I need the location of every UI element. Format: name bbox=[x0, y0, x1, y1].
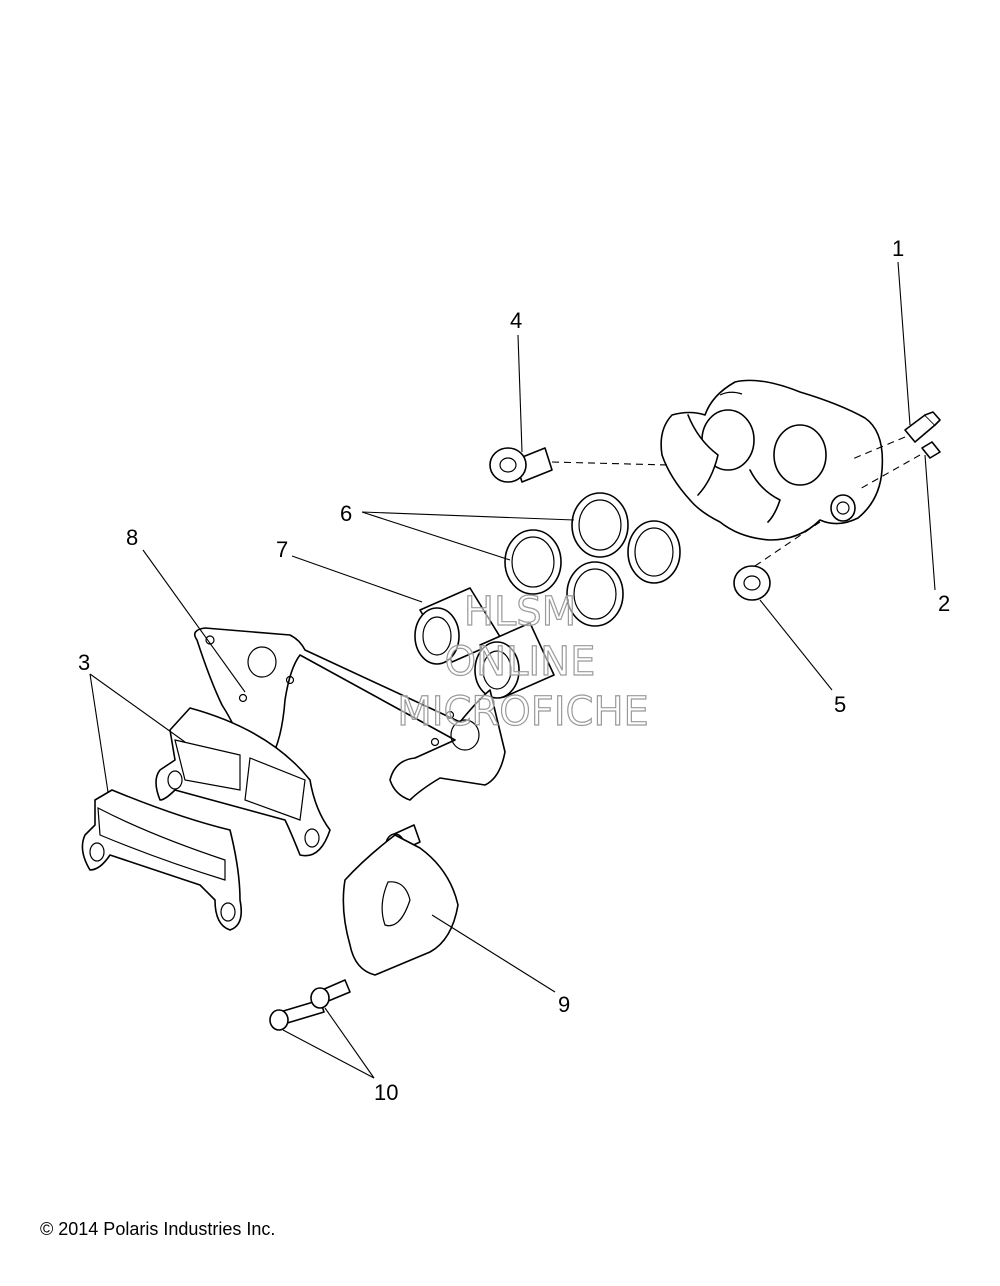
callout-6: 6 bbox=[340, 501, 352, 526]
callout-9: 9 bbox=[558, 992, 570, 1017]
callout-10: 10 bbox=[374, 1080, 398, 1105]
callout-7: 7 bbox=[276, 537, 288, 562]
bracket-pins bbox=[269, 979, 351, 1031]
watermark-line-2: ONLINE bbox=[445, 639, 596, 685]
callout-3: 3 bbox=[78, 650, 90, 675]
bushing-lower bbox=[733, 565, 771, 601]
callout-2: 2 bbox=[938, 591, 950, 616]
leader-lines bbox=[89, 261, 936, 1079]
callout-8: 8 bbox=[126, 525, 138, 550]
bushing-upper bbox=[489, 447, 553, 483]
callout-labels: 1 2 3 4 5 6 7 8 9 10 bbox=[78, 236, 950, 1105]
watermark-line-3: MICROFICHE bbox=[397, 689, 649, 735]
caliper-body bbox=[660, 379, 884, 541]
pistons bbox=[414, 587, 555, 699]
watermark: HLSM ONLINE MICROFICHE bbox=[397, 588, 650, 735]
copyright-notice: © 2014 Polaris Industries Inc. bbox=[40, 1219, 276, 1239]
callout-1: 1 bbox=[892, 236, 904, 261]
watermark-line-1: HLSM bbox=[464, 589, 576, 635]
brake-pad-inner bbox=[155, 707, 331, 857]
pad-retainer-plate bbox=[342, 834, 459, 976]
callout-5: 5 bbox=[834, 692, 846, 717]
brake-pad-outer bbox=[81, 789, 243, 931]
piston-seals bbox=[504, 492, 681, 627]
bleeder-cap bbox=[921, 441, 941, 459]
bleeder-screw bbox=[904, 411, 941, 443]
callout-4: 4 bbox=[510, 308, 522, 333]
